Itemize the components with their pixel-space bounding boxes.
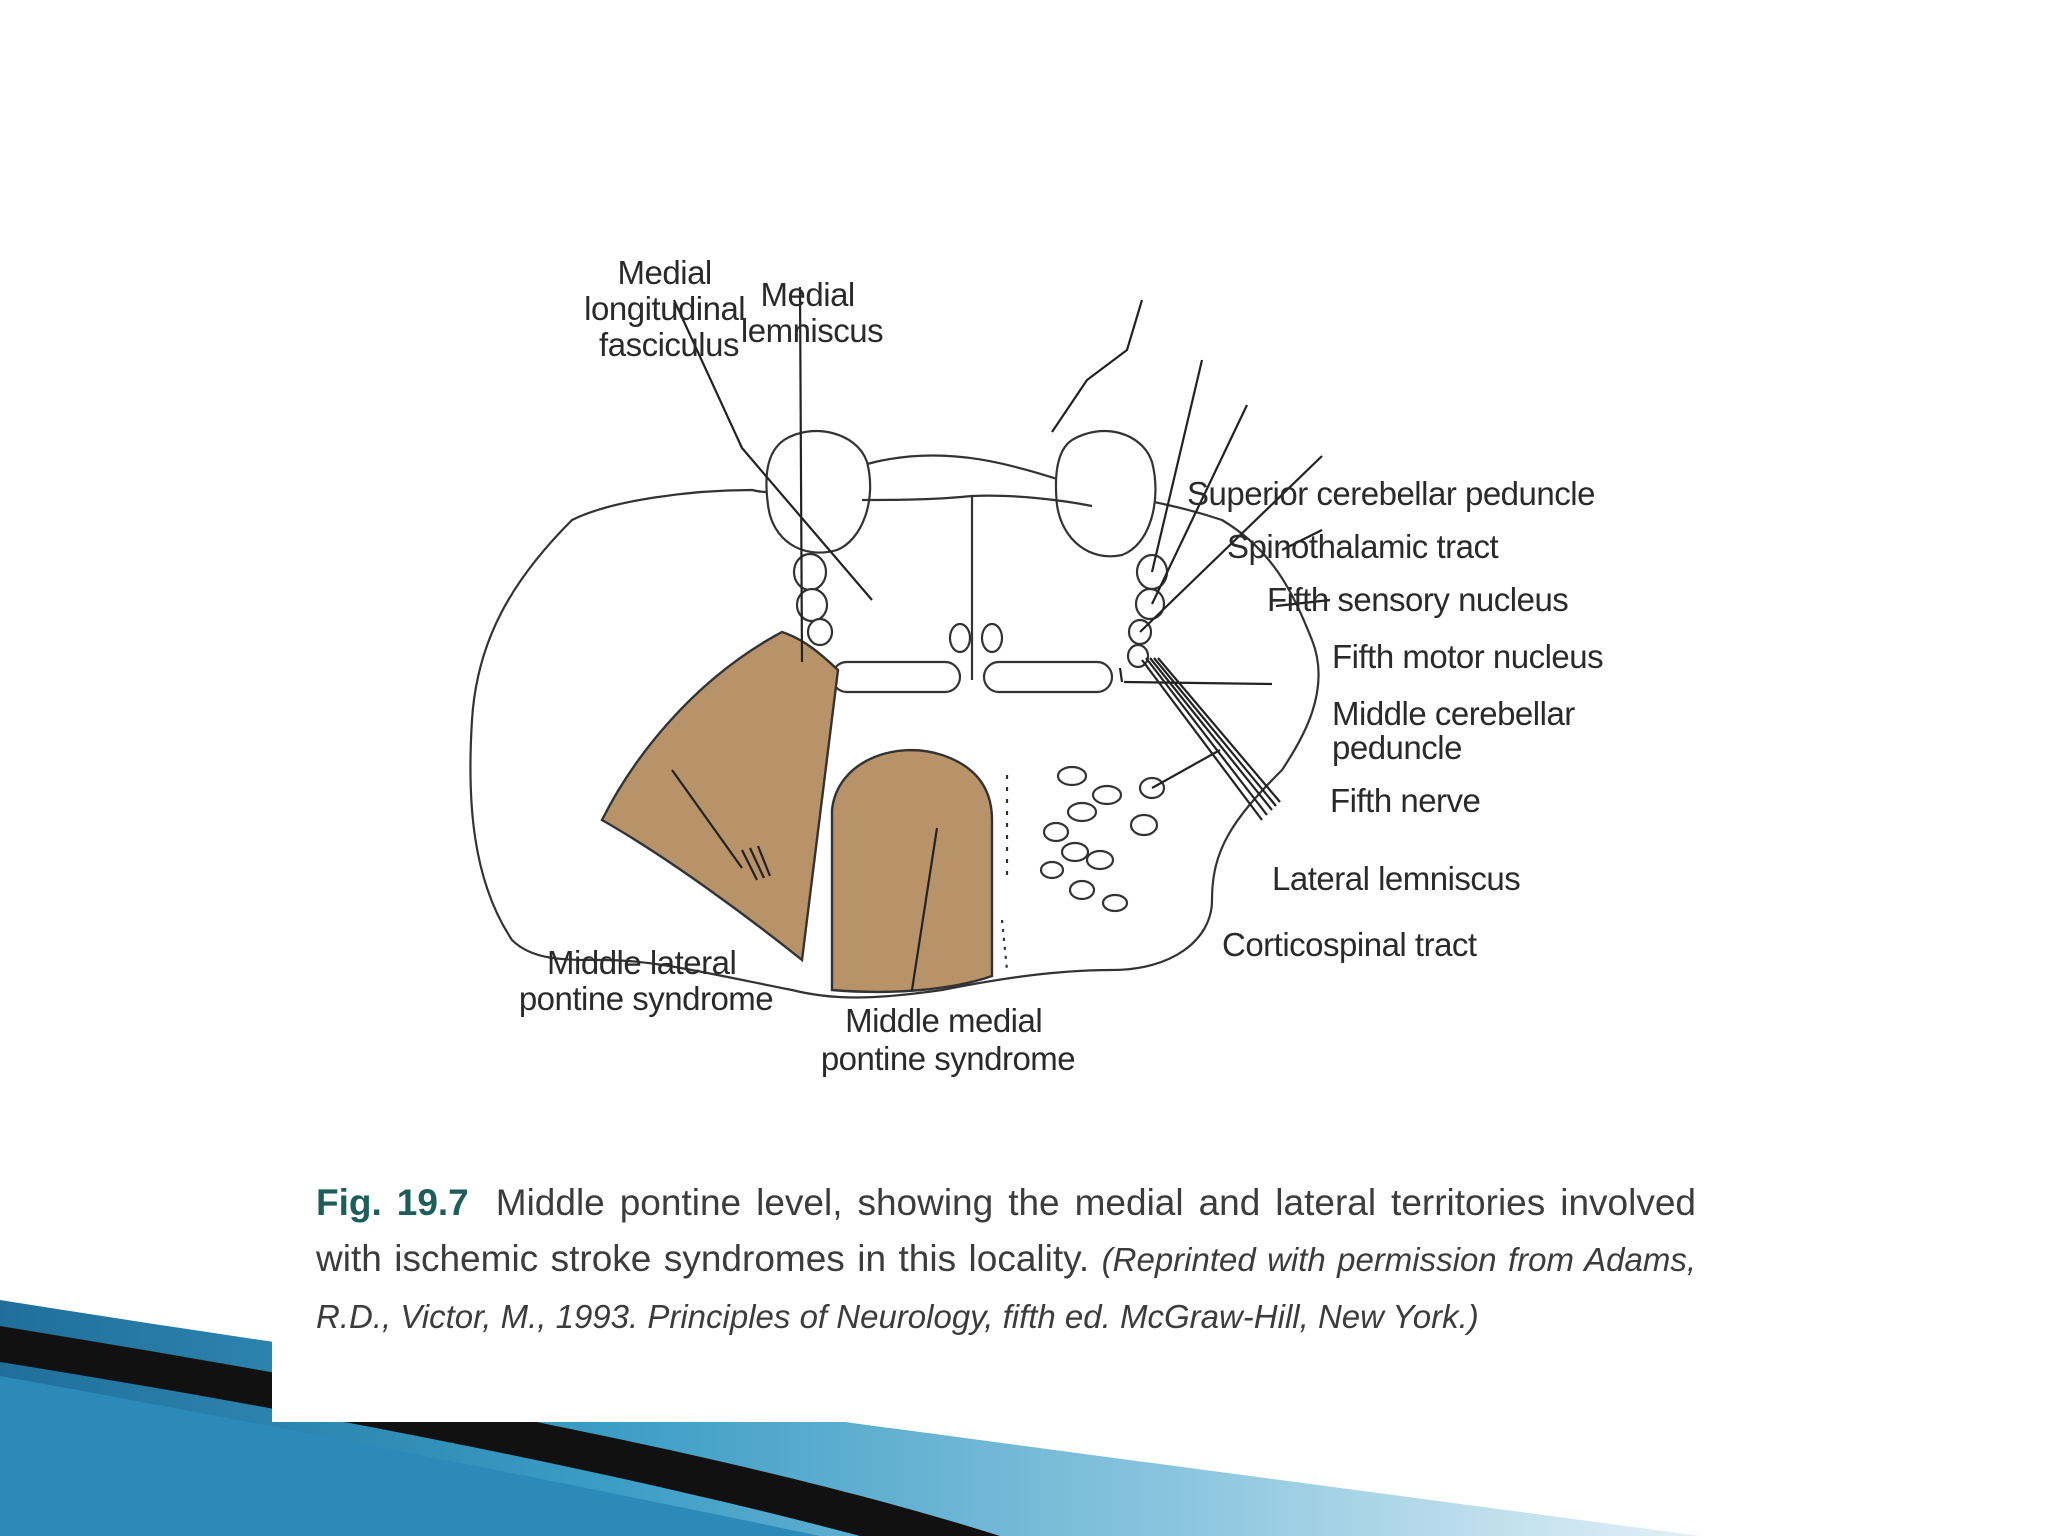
corticospinal-bundle — [1039, 860, 1065, 880]
leader-corticospinal — [1151, 749, 1221, 789]
left-medial-lemniscus — [830, 660, 962, 694]
right-medial-longitudinal-fasciculus — [980, 622, 1004, 654]
caption-text: Middle pontine level, showing the medial… — [316, 1182, 1696, 1279]
right-medial-lemniscus — [982, 660, 1114, 694]
right-superior-cerebellar-peduncle — [1054, 429, 1157, 558]
leader-mmps — [910, 827, 939, 991]
leader-fmn — [1139, 455, 1323, 633]
leader-lateral-lemniscus — [1123, 680, 1273, 686]
corticospinal-bundle — [1068, 879, 1096, 901]
corticospinal-bundle — [1101, 893, 1129, 913]
leader-mcp — [1281, 529, 1323, 551]
figure-panel: Medial longitudinal fasciculus Medial le… — [272, 200, 1740, 1422]
label-mlps: Middle lateral pontine syndrome — [519, 944, 773, 1017]
middle-lateral-pontine-lesion — [600, 630, 840, 963]
right-fifth-sensory-nucleus — [1134, 587, 1166, 621]
label-ml: Medial lemniscus — [741, 276, 883, 349]
label-mmps: Middle medial pontine syndrome — [821, 1002, 1075, 1077]
left-superior-cerebellar-peduncle — [765, 429, 872, 554]
label-scp: Superior cerebellar peduncle — [1187, 475, 1595, 512]
figure-caption: Fig. 19.7 Middle pontine level, showing … — [316, 1175, 1696, 1345]
tegmentum-boundary — [861, 494, 1093, 508]
label-fmn: Fifth motor nucleus — [1332, 638, 1603, 675]
label-mcp: Middle cerebellar peduncle — [1332, 695, 1583, 766]
corticospinal-bundle — [1060, 841, 1090, 863]
left-spinothalamic-tract — [792, 552, 828, 592]
middle-medial-pontine-lesion — [830, 748, 994, 994]
label-stt: Spinothalamic tract — [1227, 528, 1498, 565]
label-fifth-nerve: Fifth nerve — [1330, 782, 1480, 819]
caption-credit: (Reprinted with permission from Adams, R… — [316, 1241, 1697, 1335]
label-corticospinal: Corticospinal tract — [1222, 926, 1477, 963]
deco-light-swoosh — [0, 1376, 820, 1536]
pontine-fibers-bottom — [1000, 919, 1009, 971]
corticospinal-bundle — [1129, 813, 1159, 837]
corticospinal-bundle — [1042, 821, 1070, 843]
figure-number: Fig. 19.7 — [316, 1182, 469, 1223]
pons-diagram: Medial longitudinal fasciculus Medial le… — [469, 254, 1604, 1077]
left-medial-longitudinal-fasciculus — [948, 622, 972, 654]
leader-mlf — [673, 299, 873, 601]
label-fsn: Fifth sensory nucleus — [1267, 581, 1568, 618]
corticospinal-bundle — [1091, 784, 1123, 806]
corticospinal-bundle — [1056, 765, 1088, 787]
left-fifth-motor-nucleus — [806, 617, 834, 647]
corticospinal-bundle — [1066, 801, 1098, 823]
leader-mlps — [671, 769, 743, 869]
lateral-edge-hatching — [741, 845, 772, 881]
deco-black-swoosh — [0, 1326, 1000, 1536]
label-lateral-lemniscus: Lateral lemniscus — [1272, 860, 1520, 897]
leader-scp — [1051, 299, 1144, 433]
corticospinal-bundle — [1085, 849, 1115, 871]
lateral-lemniscus-mark — [1118, 667, 1124, 683]
leader-stt — [1150, 359, 1204, 573]
label-mlf: Medial longitudinal fasciculus — [584, 254, 754, 363]
leader-ml — [798, 286, 804, 663]
leader-fifth-nerve — [1275, 598, 1331, 608]
leader-fsn — [1151, 404, 1248, 605]
